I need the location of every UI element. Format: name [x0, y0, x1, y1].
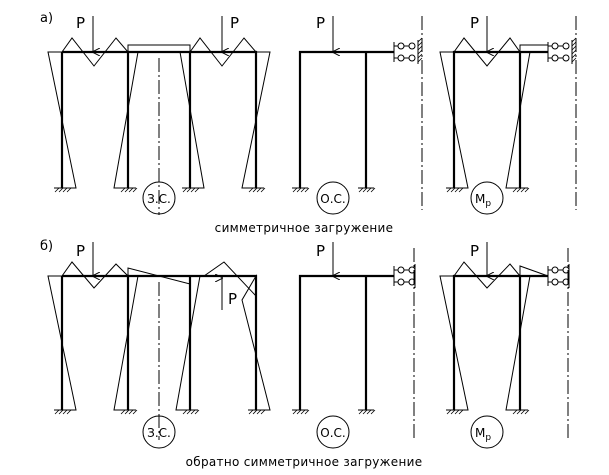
part-a-basic-system: P О.С.: [292, 14, 423, 215]
part-b-label: б): [40, 239, 53, 254]
circle-mp-b: [470, 415, 504, 449]
roller-support-b: [393, 264, 416, 288]
moment-col-2: [113, 51, 139, 189]
roller-support-b-mp: [547, 264, 570, 288]
moment-col-3: [179, 51, 205, 189]
sliding-support-mp: [547, 37, 577, 64]
half-frame-mp: [452, 50, 548, 188]
part-a-full-frame: P P З.С.: [47, 14, 271, 215]
moment-link-beam: [127, 44, 191, 53]
part-b-basic-system: P О.С.: [292, 242, 416, 449]
part-b-caption: обратно симметричное загружение: [186, 455, 423, 469]
frame-right-bay-b: [188, 274, 258, 410]
part-b-moment-diagram: P Mp: [439, 242, 570, 449]
circle-zs-a: [142, 181, 176, 215]
part-a: а) P: [40, 11, 577, 235]
circle-os-a: [316, 181, 350, 215]
load-label-5: P: [76, 242, 85, 260]
load-label-6: P: [228, 290, 237, 308]
circle-zs-a-label: З.С.: [147, 192, 171, 206]
load-label-2: P: [230, 14, 239, 32]
part-a-caption: симметричное загружение: [215, 221, 394, 235]
moment-beam-left: [61, 37, 130, 67]
part-a-label: а): [40, 11, 53, 26]
load-label-1: P: [76, 14, 85, 32]
circle-zs-b-label: З.С.: [147, 426, 171, 440]
circle-mp-a-label: Mp: [475, 192, 491, 209]
moment-beam-right: [189, 37, 258, 67]
part-b-full-frame: P P З.С.: [47, 242, 271, 449]
part-a-moment-diagram: P Mp: [439, 14, 577, 215]
load-label-3: P: [316, 14, 325, 32]
load-label-7: P: [316, 242, 325, 260]
circle-os-b-label: О.С.: [320, 426, 345, 440]
moment-col-1: [47, 51, 77, 189]
part-b: б) P P З.С.: [40, 239, 570, 469]
circle-os-b: [316, 415, 350, 449]
sliding-support: [393, 37, 423, 64]
half-frame: [298, 50, 394, 188]
circle-mp-b-label: Mp: [475, 426, 491, 443]
load-label-8: P: [470, 242, 479, 260]
circle-mp-a: [470, 181, 504, 215]
load-label-4: P: [470, 14, 479, 32]
moment-col-4: [241, 51, 271, 189]
circle-zs-b: [142, 415, 176, 449]
circle-os-a-label: О.С.: [320, 192, 345, 206]
